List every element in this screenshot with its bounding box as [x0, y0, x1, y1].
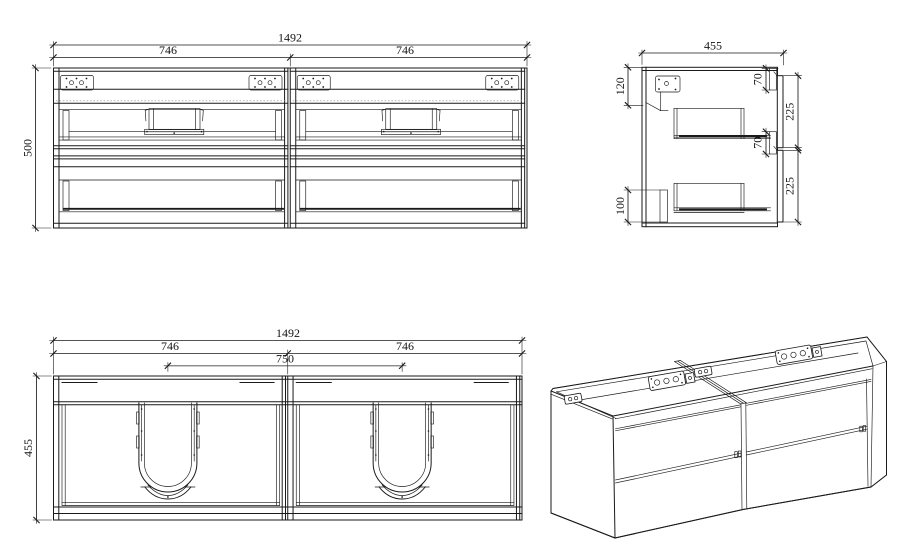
dim-side-depth: 455 — [638, 39, 788, 66]
dim-plan-half-widths: 746 746 — [49, 339, 527, 375]
dim-label-side-70-mid: 70 — [751, 137, 765, 149]
iso-drawer-fronts — [615, 378, 872, 487]
dim-label-side-225-upper: 225 — [783, 103, 797, 121]
dim-label-front-1492: 1492 — [278, 31, 302, 45]
front-cabinet-outline — [54, 68, 528, 228]
isometric-view — [550, 336, 887, 539]
dim-label-front-746-left: 746 — [159, 43, 177, 57]
dim-label-plan-746-left: 746 — [161, 339, 179, 353]
iso-silhouette — [550, 336, 887, 539]
dim-label-plan-455: 455 — [21, 439, 35, 457]
dim-front-height: 500 — [21, 64, 52, 232]
dim-label-side-100: 100 — [613, 197, 627, 215]
dim-front-half-widths: 746 746 — [49, 43, 532, 67]
plan-cabinet-outline — [53, 375, 523, 521]
iso-carcass-lines — [550, 336, 887, 539]
dim-side-upper-front: 225 — [783, 71, 802, 152]
dim-label-side-225-lower: 225 — [783, 177, 797, 195]
dim-side-bracket-drop: 120 — [613, 63, 644, 110]
dim-label-side-455: 455 — [704, 39, 722, 53]
side-section-view: 455 120 100 70 70 — [613, 39, 802, 228]
dim-label-plan-746-right: 746 — [396, 339, 414, 353]
dim-label-plan-1492: 1492 — [276, 326, 300, 340]
dim-label-front-746-right: 746 — [396, 43, 414, 57]
dim-side-mid-rail: 70 — [751, 127, 771, 158]
dim-label-side-70-top: 70 — [751, 73, 765, 85]
dim-side-bottom-clearance: 100 — [613, 186, 661, 226]
dim-label-side-120: 120 — [613, 77, 627, 95]
dim-plan-depth: 455 — [21, 372, 52, 524]
dim-side-top-rail: 70 — [751, 64, 779, 94]
front-elevation-view: 1492 746 746 500 — [21, 31, 532, 232]
dim-front-total-width: 1492 — [49, 31, 532, 67]
dim-plan-basin-centres: 750 — [163, 351, 407, 372]
dim-label-front-500: 500 — [21, 139, 35, 157]
dim-label-plan-750: 750 — [276, 351, 294, 365]
side-cabinet-outline — [641, 66, 784, 228]
dim-side-lower-front: 225 — [783, 146, 802, 226]
plan-view: 1492 746 746 750 455 — [21, 326, 527, 524]
